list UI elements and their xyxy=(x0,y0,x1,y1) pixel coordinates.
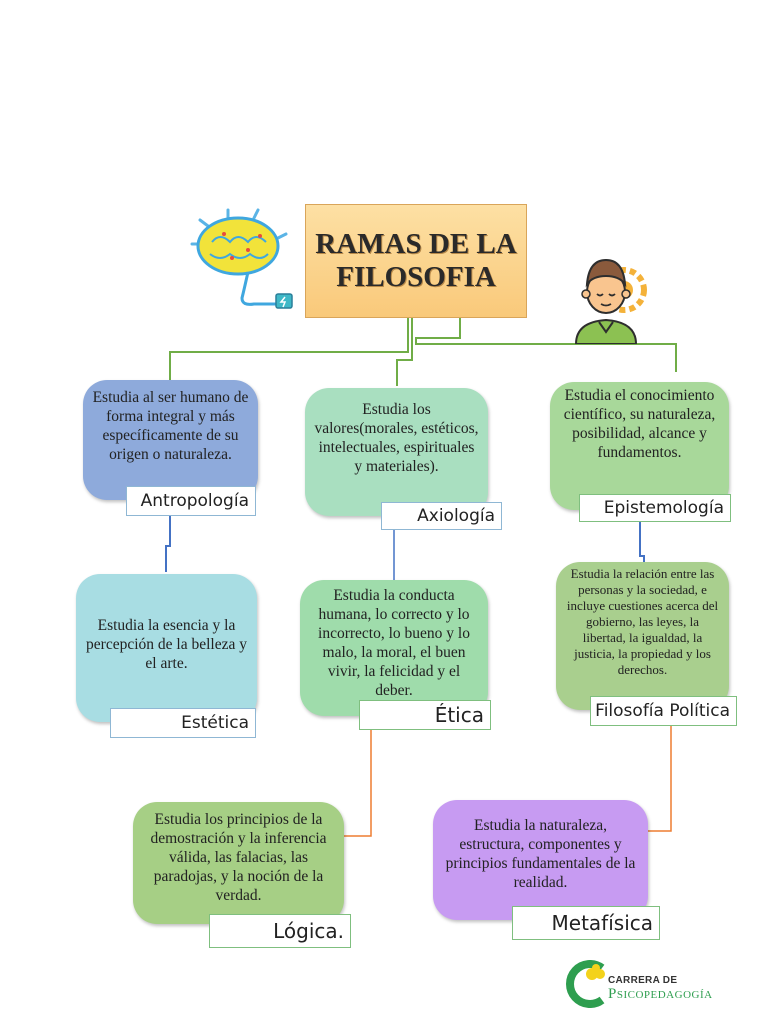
metafisica-card: Estudia la naturaleza, estructura, compo… xyxy=(433,800,648,920)
psicopedagogia-logo: CARRERA DE Psicopedagogía xyxy=(562,960,752,1010)
connector-politica-metafisica xyxy=(648,726,672,832)
connector-title-epistemologia xyxy=(415,318,677,372)
connector-title-axiologia xyxy=(396,318,413,386)
antropologia-label: Antropología xyxy=(126,486,256,516)
antropologia-card: Estudia al ser humano de forma integral … xyxy=(83,380,258,500)
psicopedagogia-logo-icon xyxy=(566,960,605,1008)
connector-antropologia-estetica xyxy=(165,516,171,572)
etica-label: Ética xyxy=(359,700,491,730)
etica-description: Estudia la conducta humana, lo correcto … xyxy=(318,587,470,699)
logica-description: Estudia los principios de la demostració… xyxy=(150,811,327,904)
connector-epistemologia-politica xyxy=(639,522,645,562)
estetica-card: Estudia la esencia y la percepción de la… xyxy=(76,574,257,722)
metafisica-label: Metafísica xyxy=(512,906,660,940)
thinking-person-icon xyxy=(566,252,658,345)
politica-label: Filosofía Política xyxy=(590,696,737,726)
epistemologia-label: Epistemología xyxy=(579,494,731,522)
logo-line2: Psicopedagogía xyxy=(608,986,713,1002)
page-title: RAMAS DE LA FILOSOFIA xyxy=(305,204,527,318)
epistemologia-description: Estudia el conocimiento científico, su n… xyxy=(563,387,716,461)
axiologia-description: Estudia los valores(morales, estéticos, … xyxy=(314,401,479,475)
axiologia-card: Estudia los valores(morales, estéticos, … xyxy=(305,388,488,516)
metafisica-description: Estudia la naturaleza, estructura, compo… xyxy=(445,817,636,891)
axiologia-label: Axiología xyxy=(381,502,502,530)
etica-card: Estudia la conducta humana, lo correcto … xyxy=(300,580,488,716)
logica-card: Estudia los principios de la demostració… xyxy=(133,802,344,924)
epistemologia-card: Estudia el conocimiento científico, su n… xyxy=(550,382,729,510)
estetica-description: Estudia la esencia y la percepción de la… xyxy=(86,617,247,672)
antropologia-description: Estudia al ser humano de forma integral … xyxy=(92,389,249,463)
brain-plug-icon xyxy=(188,204,298,312)
politica-card: Estudia la relación entre las personas y… xyxy=(556,562,729,710)
logica-label: Lógica. xyxy=(209,914,351,948)
estetica-label: Estética xyxy=(110,708,256,738)
connector-title-antropologia xyxy=(169,318,409,380)
politica-description: Estudia la relación entre las personas y… xyxy=(566,566,719,677)
connector-etica-logica xyxy=(344,730,372,837)
logo-line1: CARRERA DE xyxy=(608,975,678,986)
